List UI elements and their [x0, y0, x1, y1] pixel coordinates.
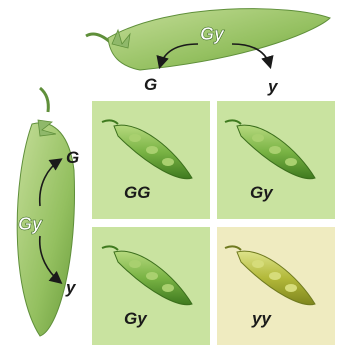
top-parent-genotype: Gy: [200, 24, 225, 44]
cell-label-gg: GG: [124, 183, 150, 202]
cell-label-gy-top: Gy: [250, 183, 274, 202]
cell-label-yy: yy: [251, 309, 272, 328]
left-parent-genotype: Gy: [18, 214, 43, 234]
top-gamete-y: y: [267, 77, 279, 96]
top-gamete-g: G: [144, 75, 157, 94]
left-gamete-y: y: [65, 278, 77, 297]
parent-pod-left: [17, 88, 74, 336]
left-gamete-g: G: [66, 148, 79, 167]
cell-label-gy-bottom: Gy: [124, 309, 148, 328]
